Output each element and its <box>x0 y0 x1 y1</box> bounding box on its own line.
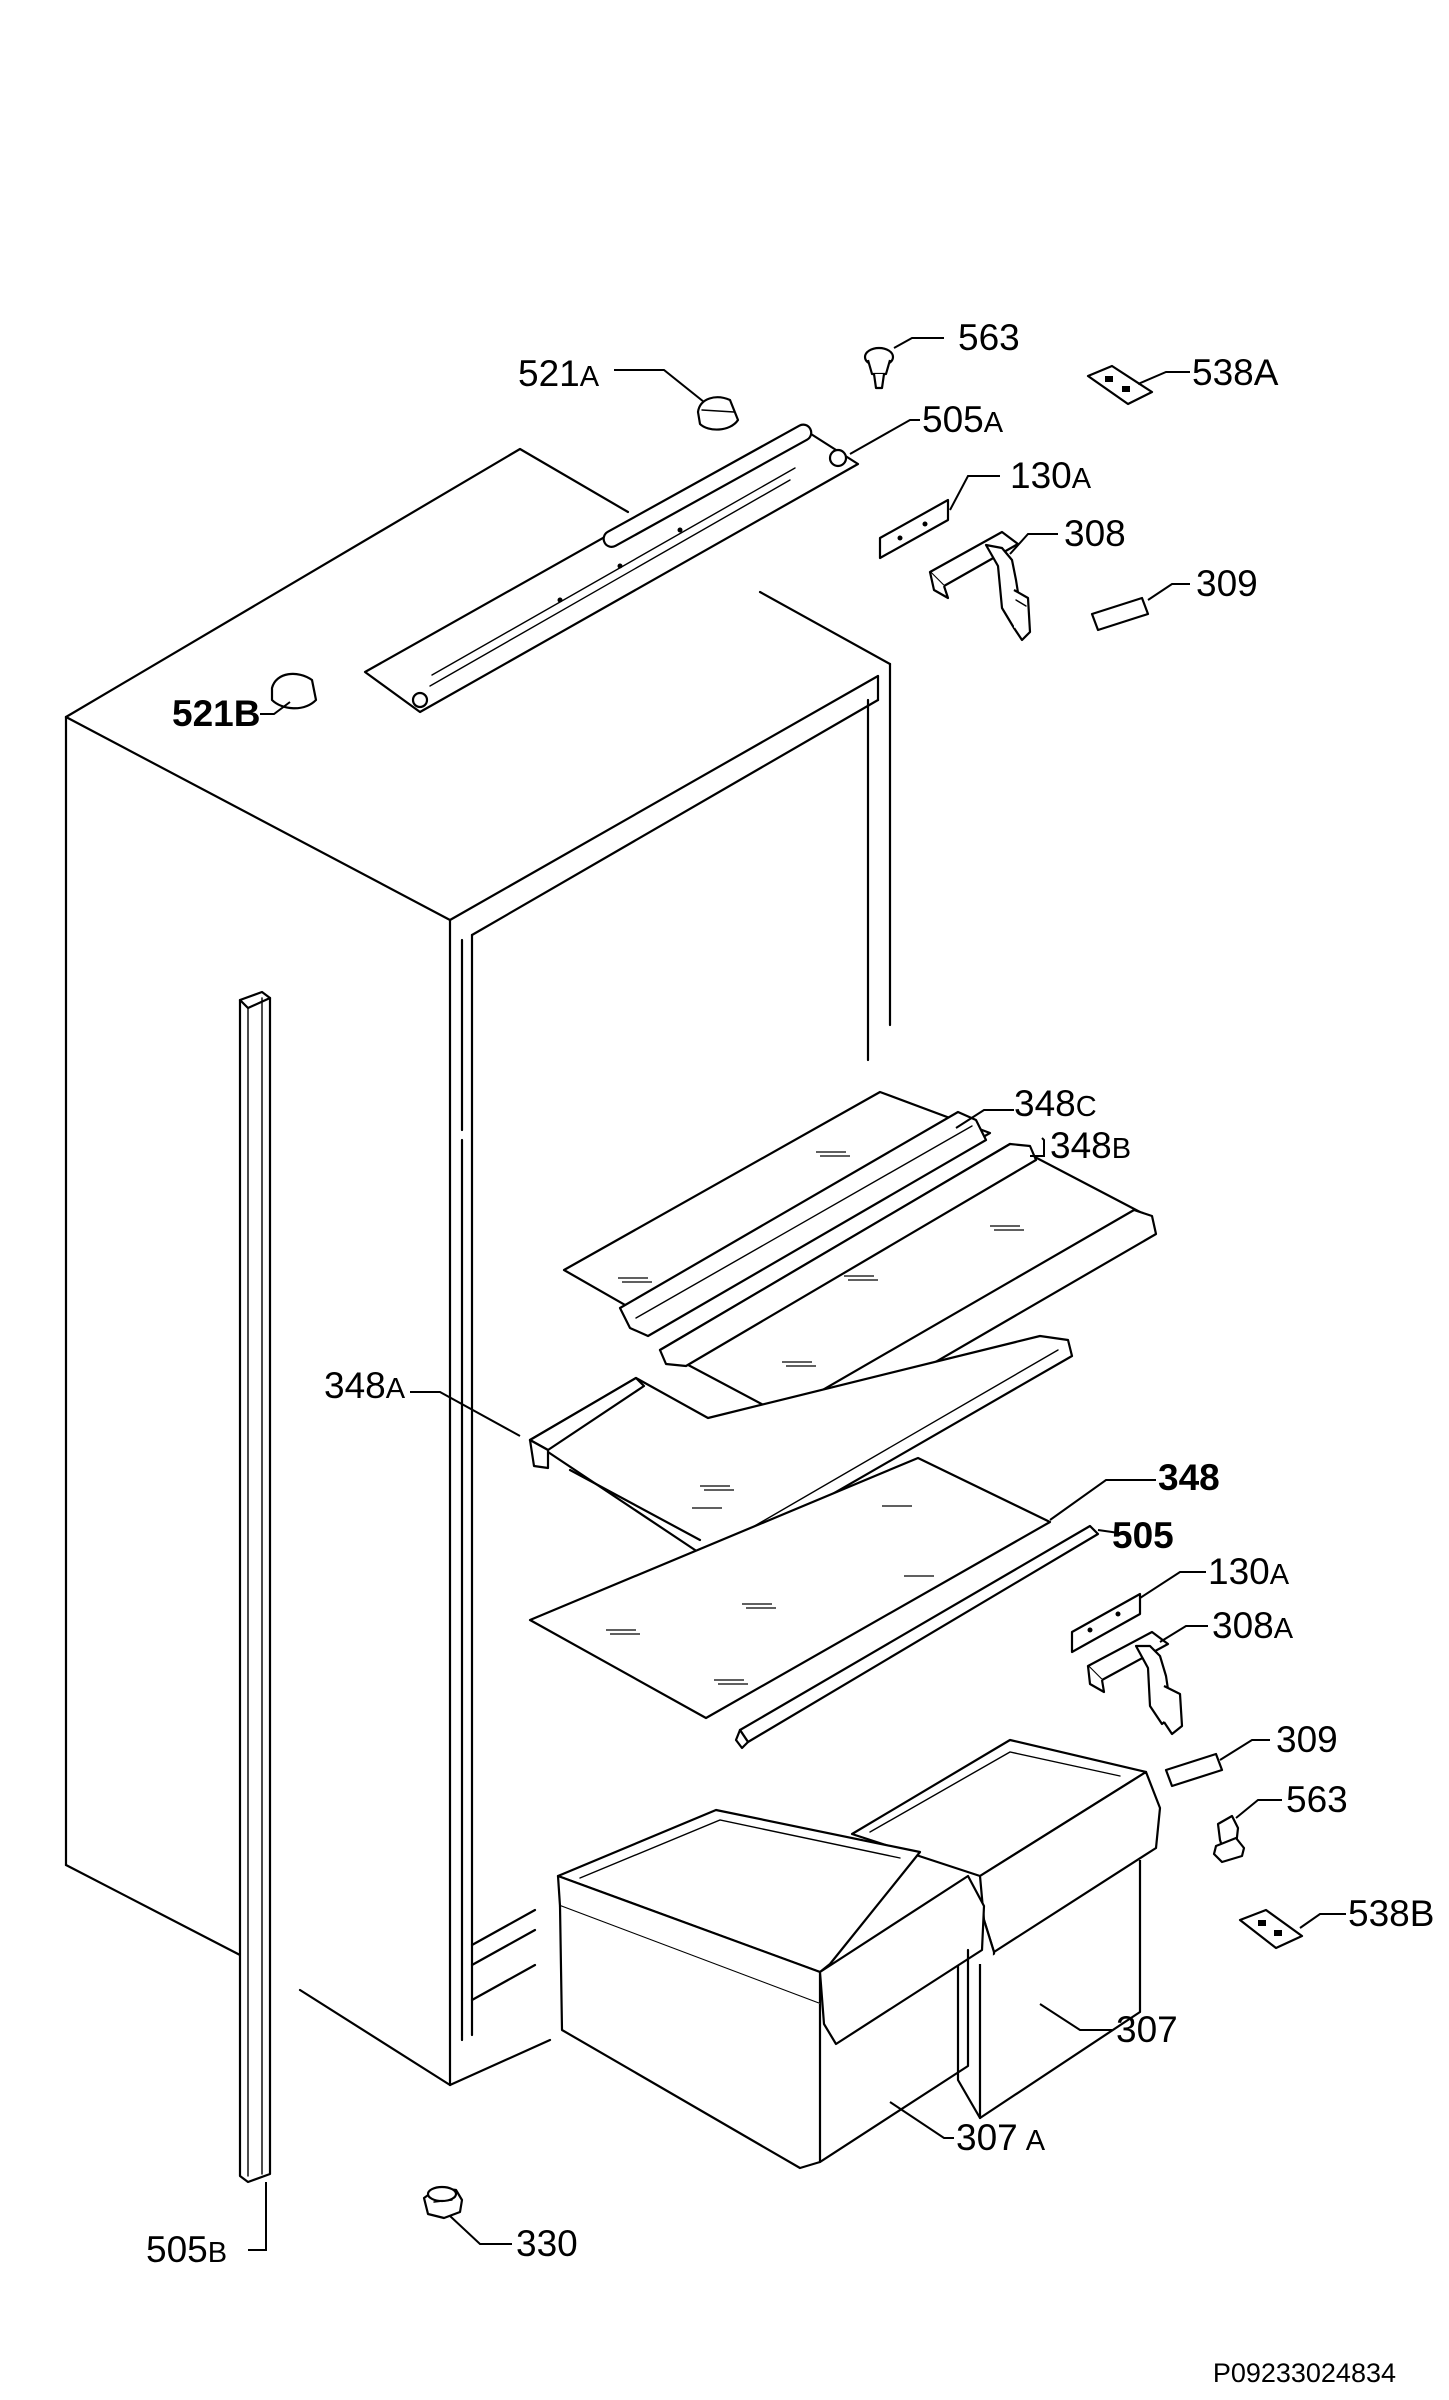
cover-cap-521b <box>270 672 318 710</box>
label-pad-309-top <box>1090 596 1150 632</box>
label-308a: 308A <box>1212 1605 1294 1646</box>
label-505a: 505A <box>922 399 1004 440</box>
label-348b: 348B <box>1050 1125 1131 1166</box>
drawer-307a <box>556 1808 986 2170</box>
drawing-reference-number: P09233024834 <box>1213 2358 1396 2388</box>
hinge-plate-538a <box>1086 364 1154 406</box>
label-130a-bottom: 130A <box>1208 1551 1290 1592</box>
label-130a-top: 130A <box>1010 455 1092 496</box>
label-309-bottom: 309 <box>1276 1719 1338 1760</box>
label-563-top: 563 <box>958 317 1020 358</box>
hinge-308a <box>1086 1630 1184 1736</box>
drawer-icon <box>850 1738 1162 2120</box>
seal-strip-505b <box>238 990 272 2184</box>
leader-lines <box>248 337 1346 2251</box>
shelf-348 <box>528 1456 1052 1720</box>
plug-563-bottom <box>1212 1814 1246 1864</box>
cabinet-icon <box>64 447 892 2087</box>
label-563-bottom: 563 <box>1286 1779 1348 1820</box>
label-308: 308 <box>1064 513 1126 554</box>
label-348a: 348A <box>324 1365 406 1406</box>
hinge-plate-538b <box>1238 1908 1304 1950</box>
label-505: 505 <box>1112 1515 1174 1556</box>
label-330: 330 <box>516 2223 578 2264</box>
label-307: 307 <box>1116 2009 1178 2050</box>
label-538a: 538A <box>1192 352 1279 393</box>
label-521a: 521A <box>518 353 600 394</box>
hinge-bracket-505a <box>363 423 860 714</box>
plate-130a-bottom <box>1070 1592 1142 1654</box>
label-538b: 538B <box>1348 1893 1434 1934</box>
label-348: 348 <box>1158 1457 1220 1498</box>
shelf-348c <box>562 1090 992 1338</box>
plug-icon <box>863 346 895 390</box>
shelf-348a <box>528 1334 1074 1562</box>
cover-cap-521a <box>696 396 740 431</box>
label-348c: 348C <box>1014 1083 1097 1124</box>
label-521b: 521B <box>172 693 260 734</box>
plate-130a-top <box>878 498 950 560</box>
seal-strip-505 <box>734 1524 1100 1750</box>
label-pad-309-bottom <box>1164 1752 1224 1788</box>
hinge-icon <box>928 530 1032 642</box>
foot-icon <box>422 2185 464 2220</box>
label-505b: 505B <box>146 2229 227 2270</box>
label-309-top: 309 <box>1196 563 1258 604</box>
